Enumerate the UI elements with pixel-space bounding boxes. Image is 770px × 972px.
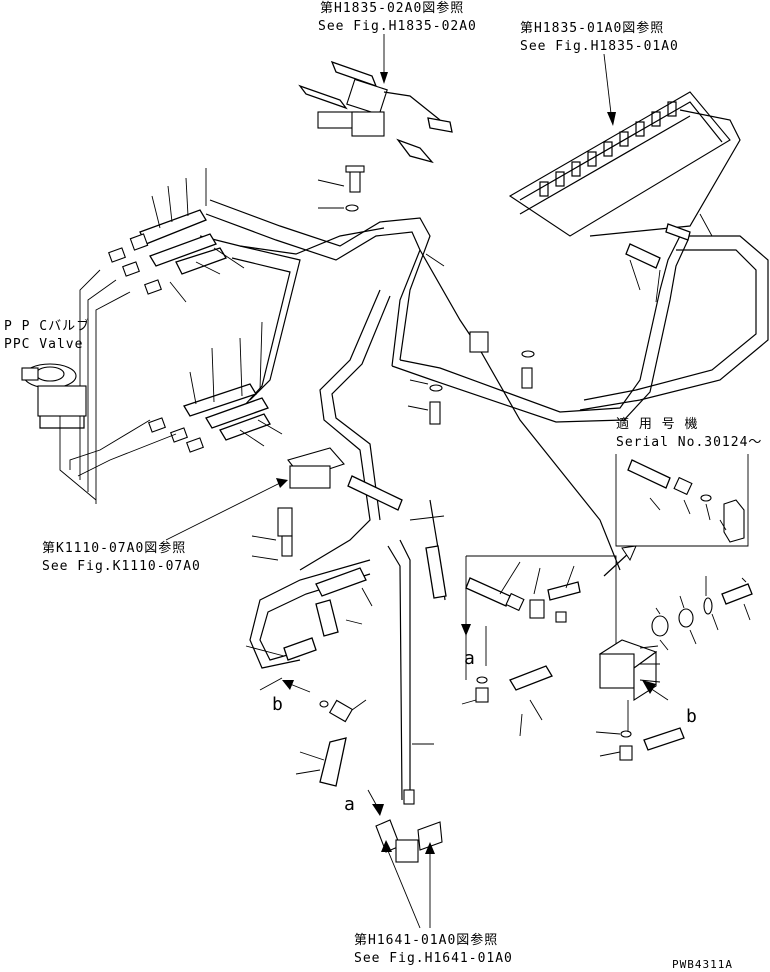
ref-a-left: a: [344, 794, 355, 815]
ref-h1641-jp: 第H1641-01A0図参照: [354, 932, 498, 948]
inset-arrow: [603, 551, 631, 577]
center-small-parts: [317, 165, 535, 425]
ppc-label-jp: P P Cバルブ: [4, 318, 90, 334]
pipe-routes: [199, 199, 769, 801]
ref-h1835-01-en: See Fig.H1835-01A0: [520, 39, 679, 54]
arrow-head: [372, 804, 384, 816]
leader-line: [649, 687, 669, 701]
arrow-head: [276, 478, 288, 488]
ppc-label-en: PPC Valve: [4, 337, 83, 352]
ppc-lines: [59, 269, 177, 504]
ref-k1110-jp: 第K1110-07A0図参照: [42, 540, 186, 556]
leader-line: [165, 481, 283, 541]
ref-h1835-02-en: See Fig.H1835-02A0: [318, 19, 477, 34]
ref-h1641-en: See Fig.H1641-01A0: [354, 951, 513, 966]
h1641-block: [375, 789, 443, 863]
arrow-head: [461, 624, 471, 636]
ref-h1835-02-jp: 第H1835-02A0図参照: [320, 0, 464, 16]
arrow-head: [642, 680, 656, 694]
arrow-head: [621, 545, 637, 562]
leader-line: [289, 683, 311, 693]
leader-line: [385, 845, 421, 929]
serial-label-en: Serial No.30124～: [616, 435, 762, 450]
middle-hose: [347, 475, 447, 599]
leader-line: [603, 53, 613, 123]
ref-a-right: a: [464, 648, 475, 669]
drawing-number: PWB4311A: [672, 958, 733, 971]
ref-b-left: b: [272, 694, 283, 715]
arrow-head: [380, 72, 388, 84]
ref-b-right: b: [686, 706, 697, 727]
right-lower-assembly: [461, 555, 753, 761]
top-right-manifold: [508, 91, 741, 237]
top-valve-block: [298, 60, 453, 164]
arrow-head: [282, 680, 294, 690]
right-hose-fittings: [625, 213, 713, 303]
ppc-valve: [21, 363, 87, 429]
serial-inset: [615, 454, 749, 547]
serial-label-jp: 適 用 号 機: [616, 416, 698, 432]
arrow-head: [425, 842, 435, 854]
ref-h1835-01-jp: 第H1835-01A0図参照: [520, 20, 664, 36]
arrow-head: [607, 112, 616, 126]
left-fittings-lower: [148, 321, 283, 453]
lower-left-fittings: [245, 567, 434, 787]
arrow-head: [381, 840, 392, 852]
ref-k1110-en: See Fig.K1110-07A0: [42, 559, 201, 574]
left-fittings-upper: [108, 168, 245, 303]
k1110-valve-block: [251, 447, 345, 561]
